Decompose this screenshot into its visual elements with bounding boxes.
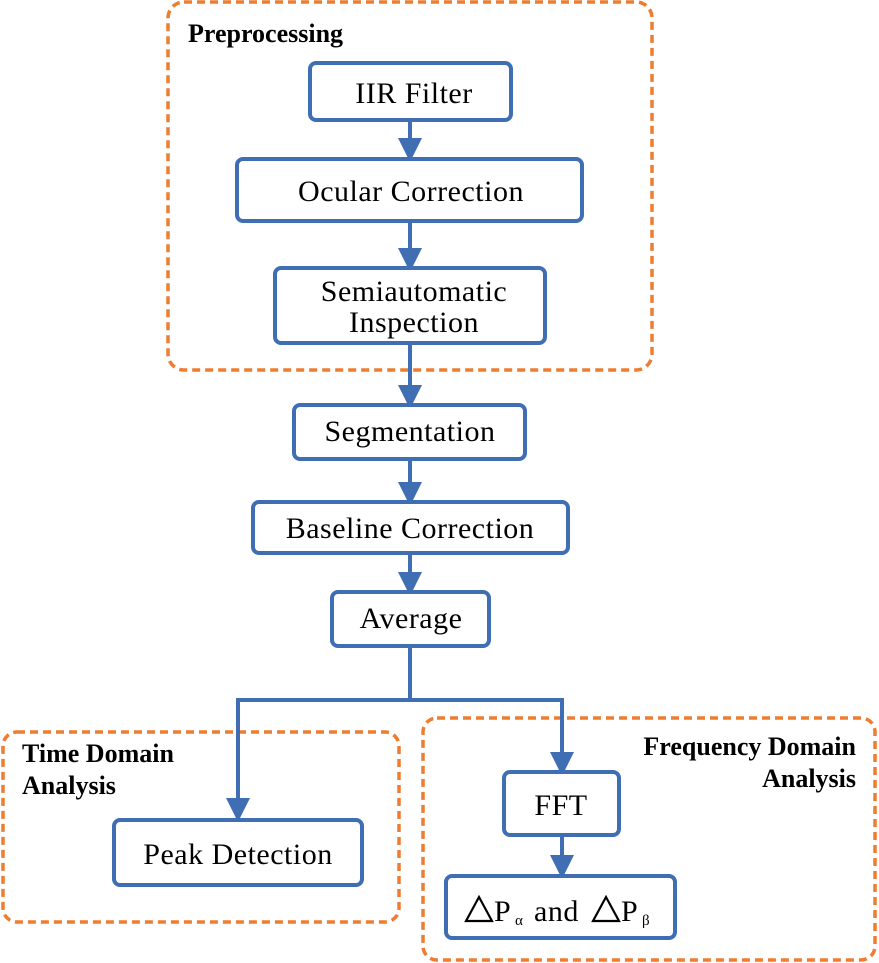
delta-power-and: and	[534, 895, 579, 928]
node-semiautomatic-inspection: Semiautomatic Inspection	[273, 266, 547, 345]
node-baseline-correction-label: Baseline Correction	[286, 512, 535, 545]
frequency-domain-group-title-line1: Frequency Domain	[643, 732, 856, 761]
node-iir-filter-label: IIR Filter	[355, 77, 473, 110]
node-fft: FFT	[502, 770, 621, 837]
preprocessing-group-title: Preprocessing	[188, 19, 343, 48]
delta-power-beta-subscript: β	[642, 913, 650, 929]
node-average-label: Average	[360, 602, 463, 635]
delta-power-p-alpha: P	[494, 895, 511, 928]
node-segmentation: Segmentation	[292, 403, 527, 461]
node-iir-filter: IIR Filter	[308, 61, 513, 122]
edge-average-to-fft	[410, 698, 574, 776]
node-average: Average	[330, 590, 491, 648]
delta-triangle-icon	[591, 894, 621, 923]
edge-average-to-peak-detection	[226, 698, 410, 822]
time-domain-group	[1, 730, 401, 924]
frequency-domain-group-title-line2: Analysis	[762, 764, 856, 793]
node-peak-detection-label: Peak Detection	[143, 838, 332, 871]
node-semiautomatic-inspection-line2: Inspection	[349, 306, 479, 339]
node-semiautomatic-inspection-line1: Semiautomatic	[321, 275, 507, 308]
node-segmentation-label: Segmentation	[325, 415, 496, 448]
preprocessing-group	[166, 0, 654, 372]
delta-power-alpha-subscript: α	[515, 913, 523, 929]
time-domain-group-title-line2: Analysis	[22, 771, 116, 800]
delta-power-p-beta: P	[621, 895, 638, 928]
node-baseline-correction: Baseline Correction	[251, 500, 570, 555]
node-ocular-correction-label: Ocular Correction	[298, 175, 524, 208]
node-fft-label: FFT	[534, 789, 587, 822]
node-delta-power: P α and P β	[444, 874, 677, 940]
delta-triangle-icon	[464, 894, 494, 923]
node-ocular-correction: Ocular Correction	[235, 157, 584, 223]
node-peak-detection: Peak Detection	[112, 818, 364, 887]
time-domain-group-title-line1: Time Domain	[22, 739, 174, 768]
frequency-domain-group	[421, 716, 877, 962]
